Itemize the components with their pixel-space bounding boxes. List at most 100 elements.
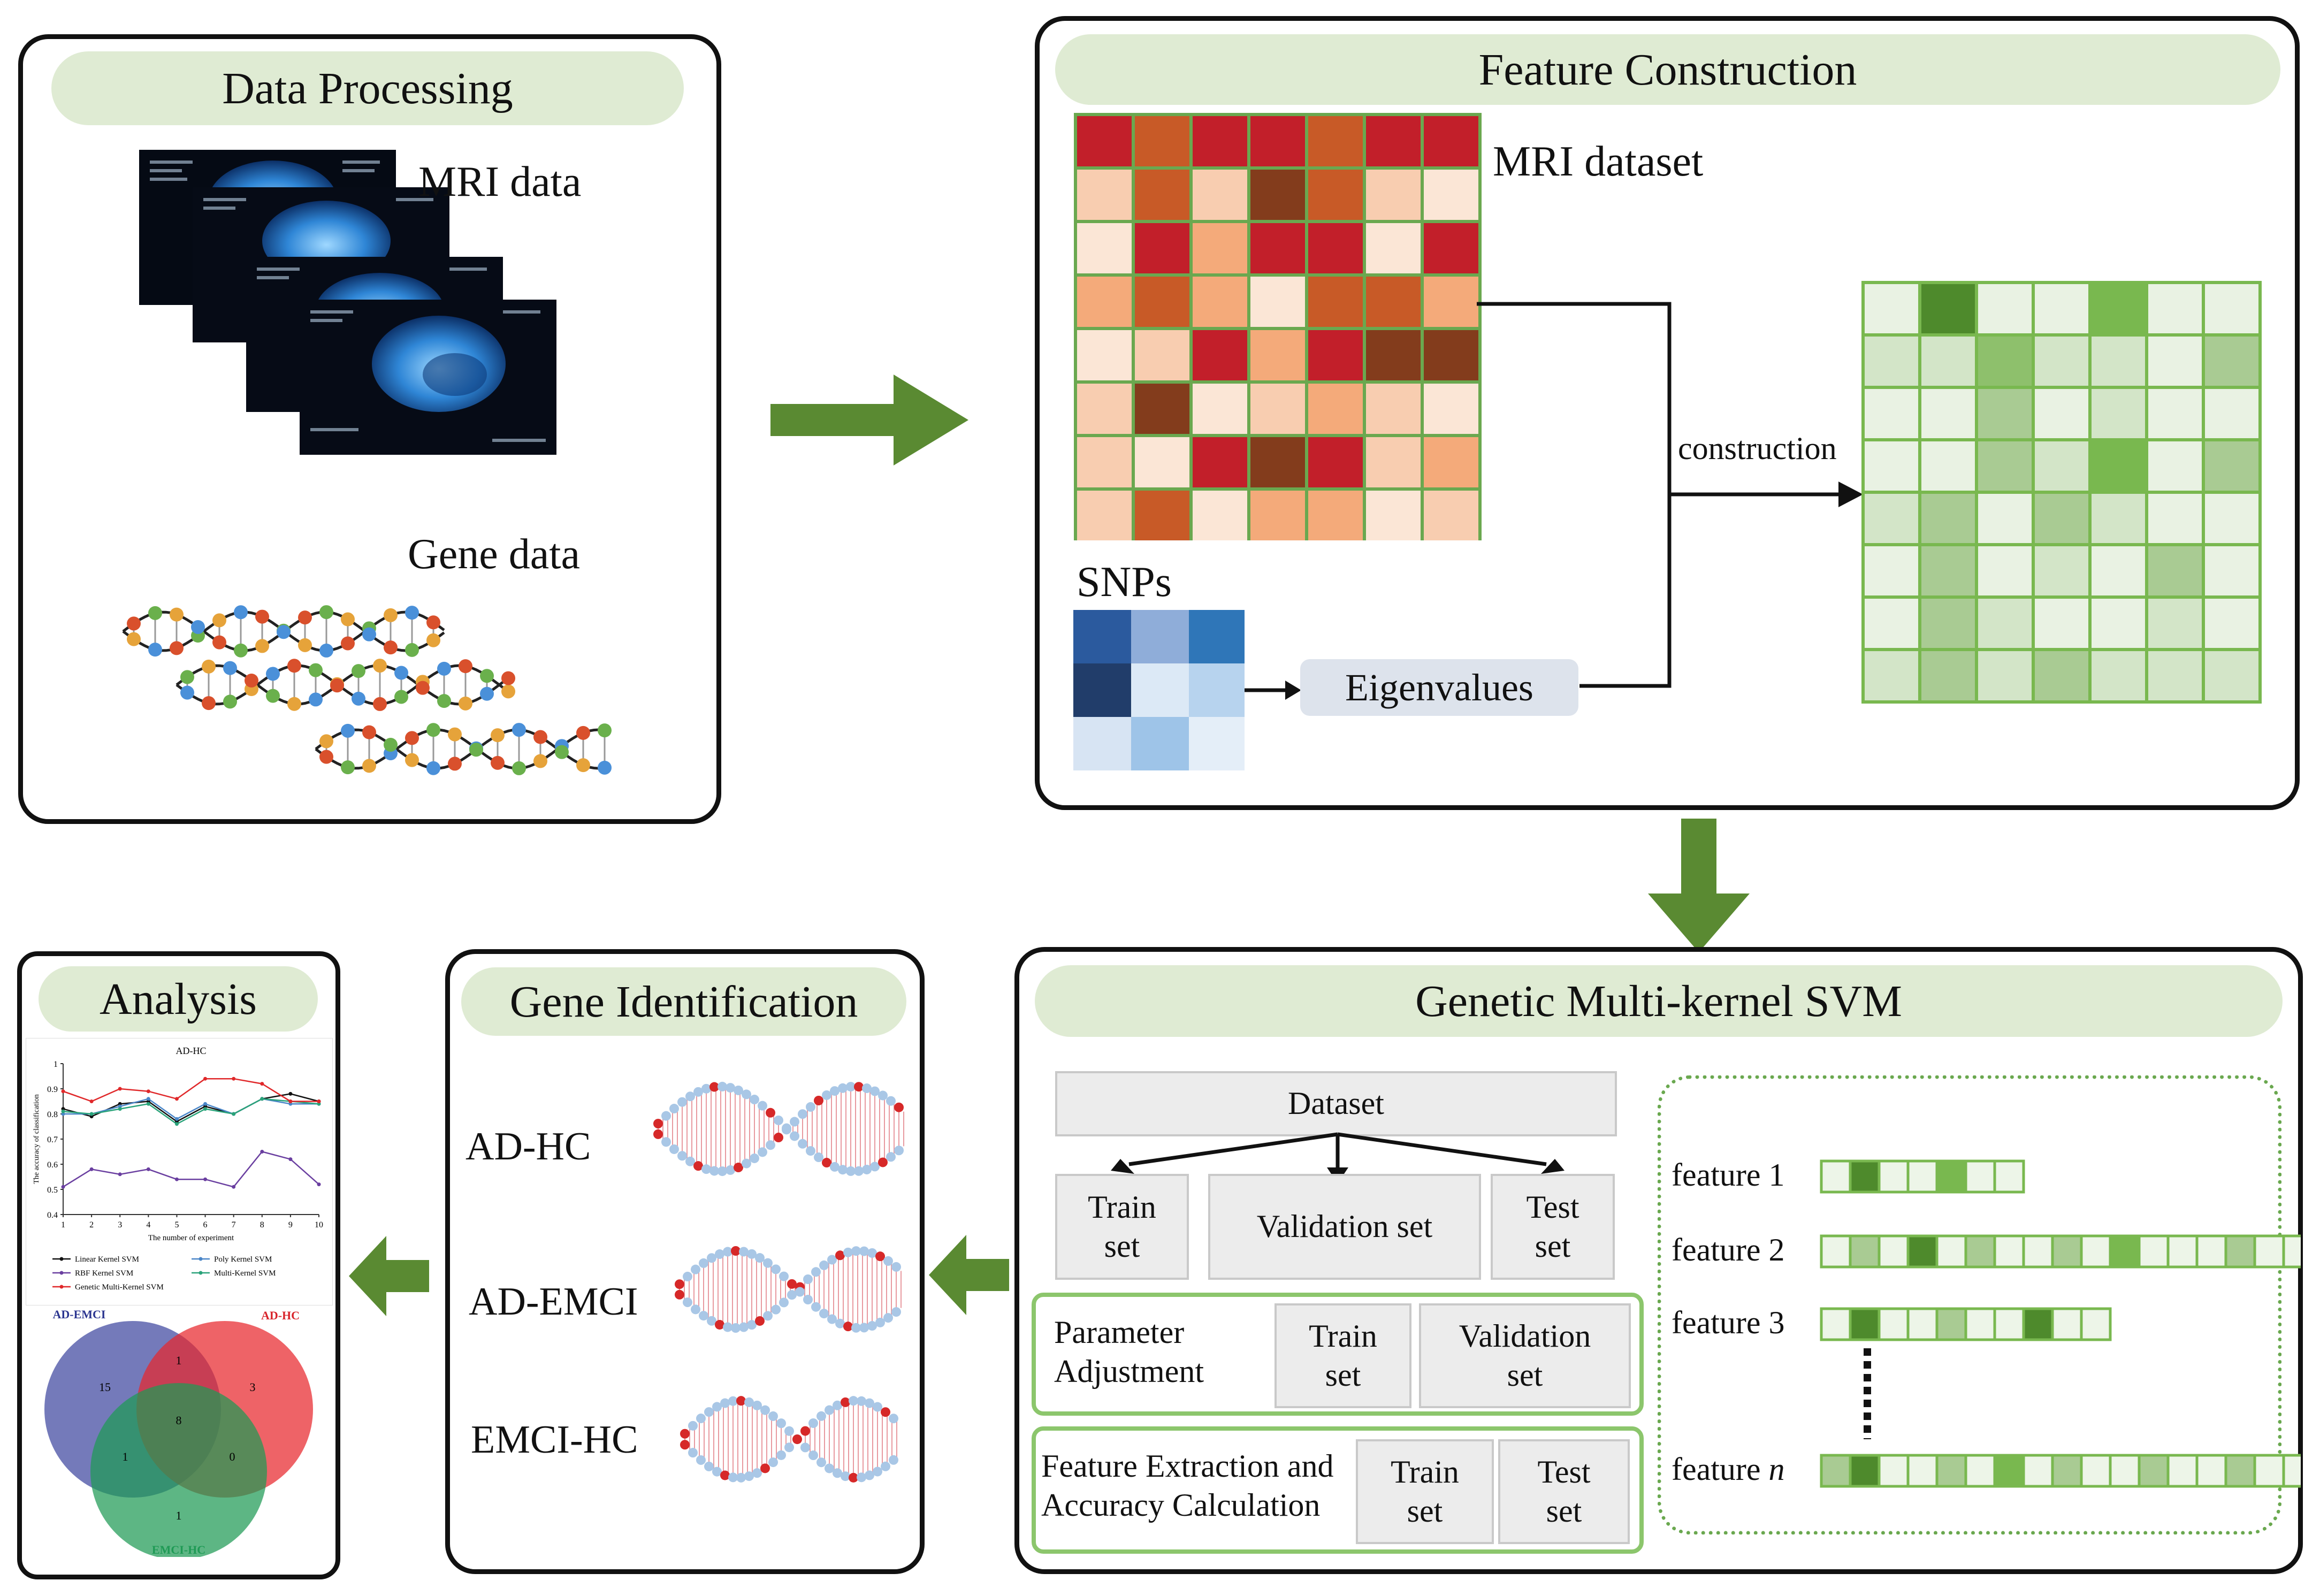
- y-tick-label: 0.6: [47, 1160, 58, 1170]
- x-tick-label: 9: [288, 1220, 293, 1230]
- gene-identification-panel: [445, 949, 925, 1574]
- legend-label: RBF Kernel SVM: [75, 1269, 133, 1278]
- arrow-left-icon-2: [349, 1236, 429, 1316]
- y-tick-label: 0.8: [47, 1110, 58, 1119]
- gene-dna-illustration: [122, 605, 612, 775]
- dataset-label: Dataset: [1288, 1086, 1384, 1121]
- x-tick-label: 4: [146, 1220, 150, 1230]
- series-point: [232, 1076, 236, 1081]
- train-set-box: Train set: [1055, 1174, 1189, 1280]
- validation-set-box: Validation set: [1208, 1174, 1481, 1280]
- test-set-box: Test set: [1491, 1174, 1615, 1280]
- series-point: [61, 1089, 65, 1094]
- x-tick-label: 5: [174, 1220, 179, 1230]
- venn-region-value: 15: [99, 1380, 111, 1394]
- venn-region-value: 1: [176, 1509, 182, 1522]
- venn-region-value: 3: [250, 1380, 256, 1394]
- chart-title: AD-HC: [176, 1045, 207, 1056]
- series-point: [203, 1177, 208, 1181]
- legend-marker: [59, 1285, 64, 1289]
- construction-connector: [1477, 302, 1863, 688]
- feature-n-label: feature n: [1672, 1452, 1785, 1487]
- fe-train-set-label: Train set: [1391, 1454, 1459, 1529]
- series-point: [118, 1087, 122, 1091]
- mri-dataset-label: MRI dataset: [1493, 138, 1704, 185]
- y-tick-label: 0.9: [47, 1085, 58, 1094]
- series-point: [203, 1107, 208, 1111]
- feature-extraction-frame: [1032, 1426, 1644, 1554]
- feature-vector-bars: [1820, 1159, 2301, 1488]
- dataset-box: Dataset: [1055, 1071, 1617, 1136]
- snps-matrix: [1073, 610, 1245, 770]
- gene-label-ad-hc: AD-HC: [465, 1125, 591, 1169]
- series-point: [146, 1102, 150, 1106]
- feature-construction-title: Feature Construction: [1055, 34, 2280, 105]
- fe-test-set-box: Test set: [1498, 1439, 1630, 1544]
- chart-background: [26, 1038, 333, 1305]
- x-tick-label: 1: [61, 1220, 65, 1230]
- parameter-adjustment-frame: [1032, 1293, 1644, 1416]
- snps-to-eigenvalues-arrow: [1245, 681, 1301, 700]
- series-point: [61, 1185, 65, 1189]
- series-point: [146, 1097, 150, 1101]
- mri-dataset-matrix: [1074, 113, 1482, 540]
- legend-marker: [59, 1257, 64, 1261]
- legend-label: Multi-Kernel SVM: [214, 1269, 276, 1278]
- x-tick-label: 10: [315, 1220, 323, 1230]
- fe-train-set-box: Train set: [1356, 1439, 1494, 1544]
- snps-label: SNPs: [1077, 559, 1172, 606]
- gene-label-emci-hc: EMCI-HC: [471, 1418, 638, 1462]
- test-set-label: Test set: [1526, 1189, 1579, 1264]
- legend-marker: [199, 1257, 203, 1261]
- series-point: [89, 1099, 94, 1103]
- mri-data-label: MRI data: [418, 158, 582, 205]
- legend-label: Genetic Multi-Kernel SVM: [75, 1283, 164, 1292]
- venn-left-label: AD-EMCI: [53, 1308, 106, 1321]
- feature-extraction-label: Feature Extraction and Accuracy Calculat…: [1041, 1448, 1334, 1523]
- series-line: [63, 1151, 319, 1188]
- series-point: [118, 1172, 122, 1177]
- series-point: [146, 1167, 150, 1171]
- y-tick-label: 0.5: [47, 1186, 58, 1195]
- series-point: [61, 1109, 65, 1113]
- gene-data-label: Gene data: [408, 531, 581, 578]
- series-point: [174, 1097, 179, 1101]
- feature-vectors-frame: [1658, 1075, 2281, 1534]
- pa-train-set-label: Train set: [1309, 1318, 1377, 1393]
- series-point: [288, 1157, 293, 1162]
- pa-train-set-box: Train set: [1275, 1303, 1411, 1408]
- series-point: [174, 1122, 179, 1126]
- pa-validation-set-box: Validation set: [1419, 1303, 1631, 1408]
- series-point: [89, 1167, 94, 1171]
- y-tick-label: 0.7: [47, 1135, 58, 1144]
- venn-right-label: AD-HC: [261, 1309, 300, 1322]
- series-line: [63, 1078, 319, 1102]
- dataset-split-arrows: [1111, 1132, 1565, 1183]
- x-tick-label: 2: [89, 1220, 94, 1230]
- legend-marker: [59, 1271, 64, 1275]
- parameter-adjustment-label: Parameter Adjustment: [1054, 1315, 1204, 1389]
- y-tick-label: 0.4: [47, 1211, 58, 1220]
- eigenvalues-label: Eigenvalues: [1345, 666, 1533, 709]
- series-point: [89, 1112, 94, 1116]
- series-point: [260, 1150, 264, 1154]
- gene-helix-ad-emci: [675, 1246, 902, 1333]
- venn-region-value: 0: [230, 1450, 235, 1463]
- x-axis-label: The number of experiment: [148, 1234, 234, 1242]
- feature-3-label: feature 3: [1672, 1305, 1785, 1340]
- mri-scans-illustration: [139, 150, 556, 455]
- venn-region-value: 1: [123, 1450, 128, 1463]
- gene-helix-emci-hc: [680, 1396, 898, 1483]
- series-point: [174, 1177, 179, 1181]
- eigenvalues-box: Eigenvalues: [1300, 659, 1578, 716]
- x-tick-label: 8: [260, 1220, 264, 1230]
- series-point: [203, 1102, 208, 1106]
- series-point: [260, 1082, 264, 1086]
- x-tick-label: 7: [232, 1220, 236, 1230]
- analysis-title: Analysis: [39, 966, 318, 1032]
- venn-region-value: 1: [176, 1354, 182, 1367]
- validation-set-label: Validation set: [1256, 1209, 1433, 1244]
- venn-bottom-label: EMCI-HC: [152, 1543, 205, 1556]
